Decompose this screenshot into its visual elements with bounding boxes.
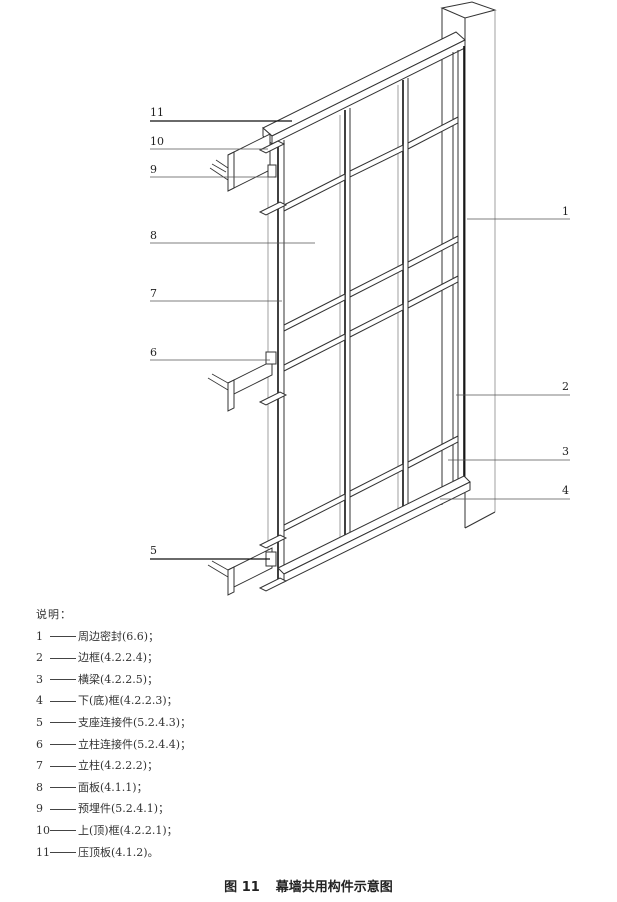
callout-7: 7 <box>150 287 282 302</box>
curtain-wall-isometric-drawing: 11 10 9 8 7 6 5 1 2 3 4 <box>150 1 570 596</box>
callout-9: 9 <box>150 163 274 178</box>
figure-caption: 图 11 幕墙共用构件示意图 <box>0 876 617 895</box>
legend-dash <box>50 830 76 832</box>
embedded-part-top <box>209 133 288 216</box>
callout-5: 5 <box>150 544 270 560</box>
callout-4: 4 <box>440 484 570 500</box>
support-connector-bottom <box>207 534 288 596</box>
svg-text:4: 4 <box>562 484 569 497</box>
svg-text:2: 2 <box>562 380 569 393</box>
legend-dash <box>50 808 76 810</box>
legend-dash <box>50 852 76 854</box>
figure-title: 幕墙共用构件示意图 <box>275 880 393 895</box>
bottom-frame <box>277 475 471 583</box>
legend-dash <box>50 636 76 638</box>
legend-dash <box>50 765 76 767</box>
transoms <box>283 116 459 532</box>
legend-dash <box>50 679 76 681</box>
svg-text:3: 3 <box>562 445 569 458</box>
legend-dash <box>50 700 76 702</box>
mullion-connector-middle <box>207 351 288 412</box>
callout-8: 8 <box>150 229 315 244</box>
legend-dash <box>50 657 76 659</box>
callout-2: 2 <box>456 380 570 396</box>
figure-number: 图 11 <box>224 880 260 895</box>
top-coping-plate <box>262 31 466 146</box>
svg-text:11: 11 <box>150 106 164 119</box>
callout-6: 6 <box>150 346 270 361</box>
callout-1: 1 <box>467 205 570 220</box>
svg-text:7: 7 <box>150 287 157 300</box>
frame-verticals <box>267 46 465 582</box>
legend-dash <box>50 787 76 789</box>
legend-title: 说明： <box>36 608 72 621</box>
callout-10: 10 <box>150 135 268 150</box>
callout-11: 11 <box>150 106 292 122</box>
callout-3: 3 <box>448 445 570 461</box>
svg-text:8: 8 <box>150 229 157 242</box>
svg-text:10: 10 <box>150 135 164 148</box>
legend-dash <box>50 722 76 724</box>
svg-text:6: 6 <box>150 346 157 359</box>
svg-text:1: 1 <box>562 205 569 218</box>
svg-text:9: 9 <box>150 163 157 176</box>
wall-column <box>440 1 497 529</box>
svg-text:5: 5 <box>150 544 157 557</box>
legend-dash <box>50 744 76 746</box>
